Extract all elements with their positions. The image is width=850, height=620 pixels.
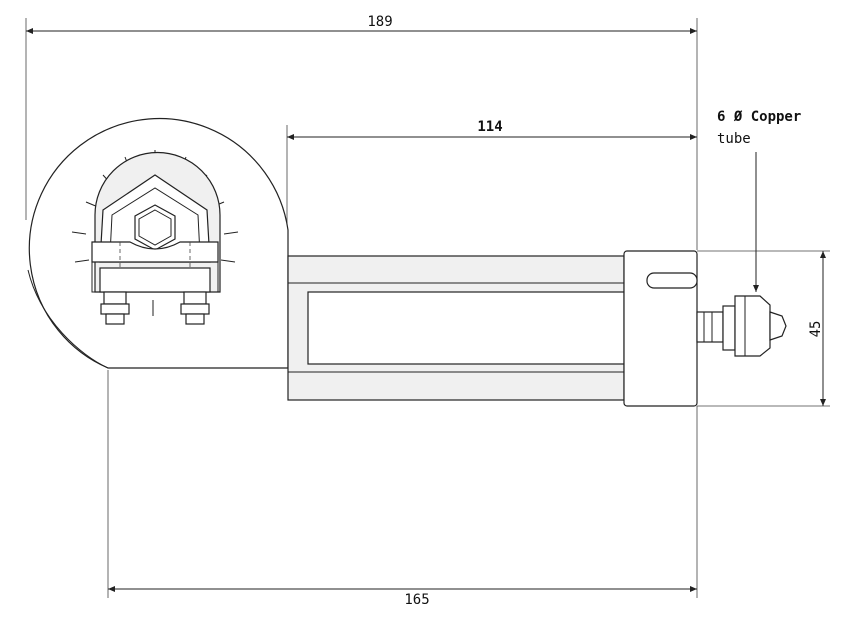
- copper-tube-fitting: [696, 295, 787, 357]
- dimension-body-length-label: 114: [477, 119, 502, 135]
- dimension-base-length: 165: [107, 370, 698, 608]
- callout-line-1: 6 Ø Copper: [717, 109, 801, 125]
- copper-tube-callout: 6 Ø Copper tube: [717, 109, 801, 292]
- extension-body: [287, 255, 625, 401]
- rotor-assembly: [71, 150, 239, 325]
- dimension-overall-length: 189: [25, 14, 698, 250]
- dimension-body-length: 114: [286, 119, 697, 255]
- dimension-overall-length-label: 189: [367, 14, 392, 30]
- callout-line-2: tube: [717, 131, 751, 147]
- dimension-base-length-label: 165: [404, 592, 429, 608]
- end-cap: [623, 250, 698, 407]
- dimension-height-label: 45: [808, 321, 824, 338]
- dimension-height: 45: [697, 250, 830, 407]
